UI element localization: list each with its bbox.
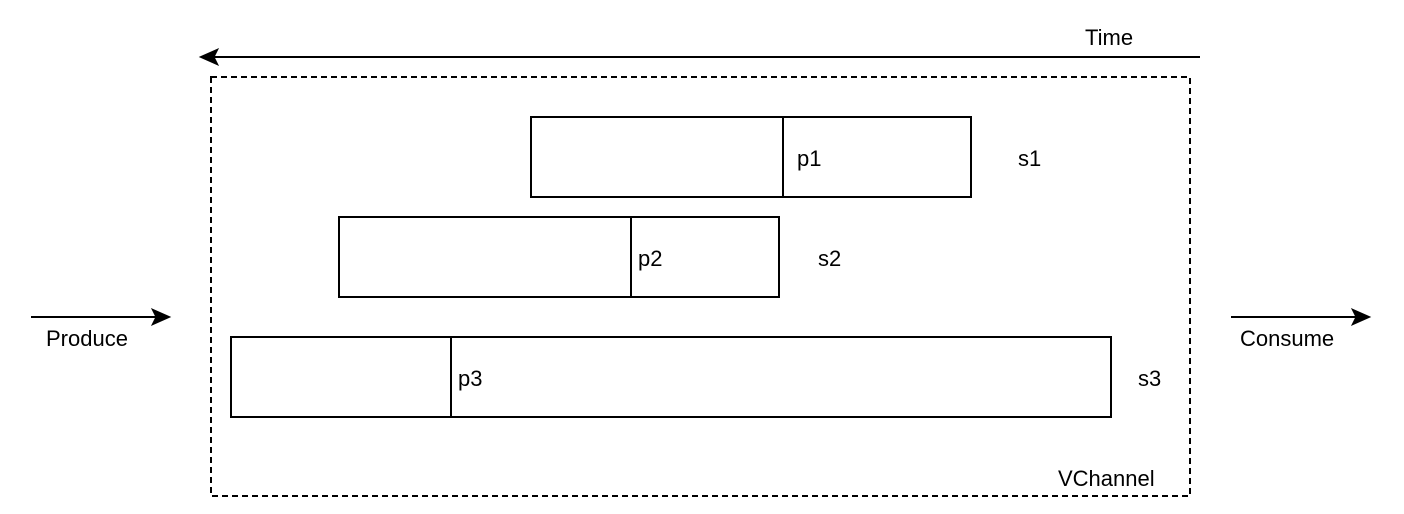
vchannel-label: VChannel xyxy=(1058,466,1155,491)
segment-s3: p3 s3 xyxy=(230,336,1161,418)
consume-label: Consume xyxy=(1240,326,1334,351)
position-p3-label: p3 xyxy=(458,366,482,391)
segment-s1: p1 s1 xyxy=(530,116,1041,198)
segment-s3-box xyxy=(230,336,1112,418)
segment-s3-label: s3 xyxy=(1138,366,1161,391)
position-p2-label: p2 xyxy=(638,246,662,271)
time-label: Time xyxy=(1085,25,1133,50)
produce-arrow xyxy=(31,307,172,327)
segment-s2-label: s2 xyxy=(818,246,841,271)
consume-arrow xyxy=(1231,307,1372,327)
segment-s1-box xyxy=(530,116,972,198)
time-arrow xyxy=(198,47,1200,67)
produce-label: Produce xyxy=(46,326,128,351)
segment-s2-box xyxy=(338,216,780,298)
segment-s1-label: s1 xyxy=(1018,146,1041,171)
position-p1-label: p1 xyxy=(797,146,821,171)
segment-s2: p2 s2 xyxy=(338,216,841,298)
